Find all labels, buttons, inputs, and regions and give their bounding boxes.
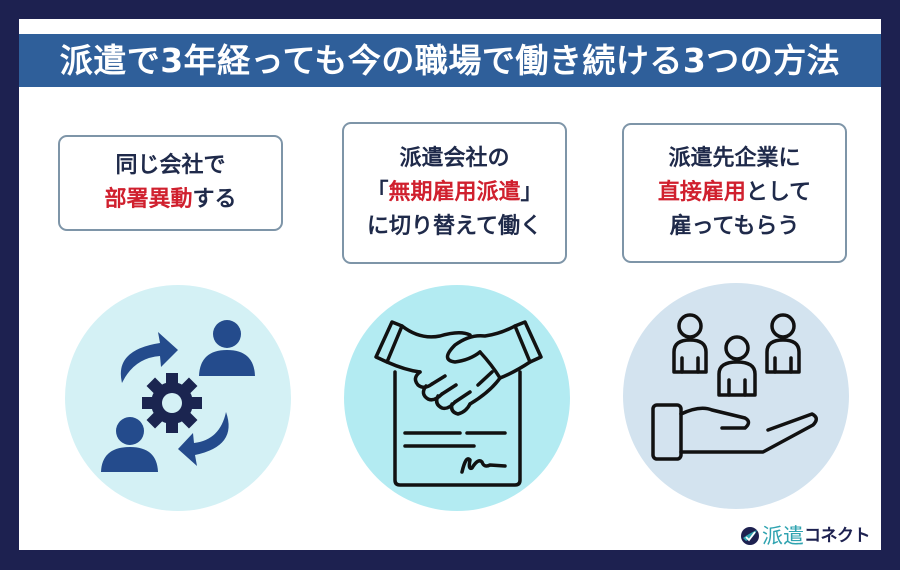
method-card-2: 派遣会社の 「無期雇用派遣」 に切り替えて働く xyxy=(342,122,567,264)
card-text: 同じ会社で xyxy=(115,152,226,178)
handshake-contract-icon xyxy=(374,320,543,487)
brand-logo: 派遣 コネクト xyxy=(740,523,871,548)
logo-text-haken: 派遣 xyxy=(762,523,804,548)
title-banner: 派遣で3年経っても今の職場で働き続ける3つの方法 xyxy=(19,34,881,87)
method-card-3: 派遣先企業に 直接雇用として 雇ってもらう xyxy=(622,123,847,263)
card-text: に切り替えて働く xyxy=(367,214,542,240)
card-line: に切り替えて働く xyxy=(367,210,542,244)
card-text: する xyxy=(192,187,237,212)
card-line: 直接雇用として xyxy=(658,176,811,210)
card-text: 「 xyxy=(366,179,389,205)
card-highlight-text: 部署異動 xyxy=(104,187,193,212)
logo-text-connect: コネクト xyxy=(804,525,871,546)
method-illustration-1 xyxy=(65,285,291,511)
card-highlight-text: 無期雇用派遣 xyxy=(388,179,521,205)
card-line: 派遣先企業に xyxy=(668,142,800,176)
card-line: 雇ってもらう xyxy=(670,210,800,244)
card-line: 部署異動する xyxy=(104,183,236,217)
method-card-1: 同じ会社で 部署異動する xyxy=(58,135,283,231)
method-illustration-2 xyxy=(344,285,570,511)
hand-holding-people-icon xyxy=(651,313,818,461)
card-text: 派遣先企業に xyxy=(668,145,801,171)
card-text: 派遣会社の xyxy=(399,145,510,171)
card-line: 「無期雇用派遣」 xyxy=(366,176,542,210)
card-text: 雇ってもらう xyxy=(669,214,800,240)
logo-mark-icon xyxy=(741,527,759,545)
gear-people-rotation-icon xyxy=(101,320,255,472)
card-line: 同じ会社で xyxy=(115,149,225,183)
card-text: 」 xyxy=(520,179,543,205)
card-text: として xyxy=(745,179,812,205)
method-illustration-3 xyxy=(623,283,849,509)
page-title: 派遣で3年経っても今の職場で働き続ける3つの方法 xyxy=(59,41,841,80)
card-line: 派遣会社の xyxy=(399,142,509,176)
card-highlight-text: 直接雇用 xyxy=(657,179,746,205)
